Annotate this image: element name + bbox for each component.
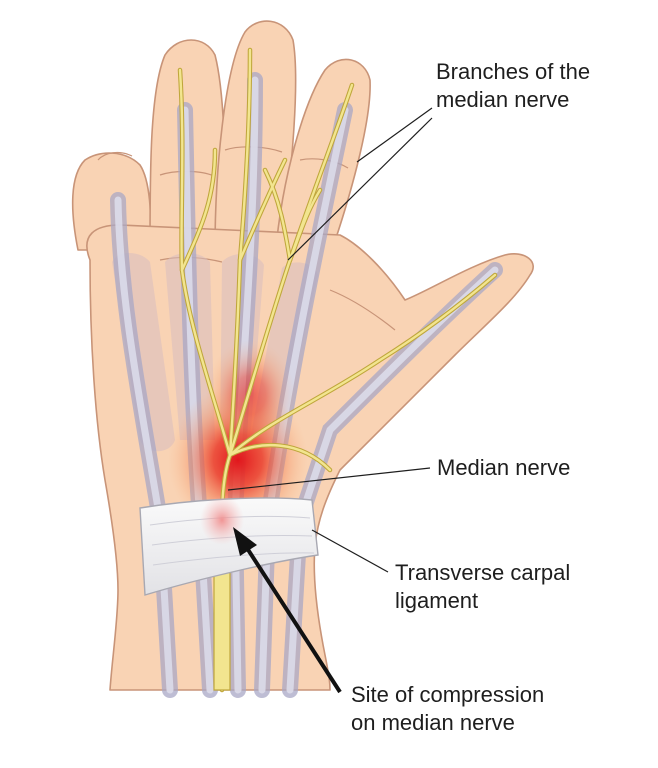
leader-branches-2 bbox=[287, 117, 433, 261]
median-nerve-branches bbox=[177, 47, 498, 693]
label-median-nerve-text: Median nerve bbox=[437, 455, 571, 480]
leader-median-nerve bbox=[227, 467, 431, 491]
compression-arrow bbox=[233, 527, 342, 694]
label-site-of-compression: Site of compression on median nerve bbox=[351, 681, 544, 737]
label-median-nerve: Median nerve bbox=[437, 454, 570, 482]
label-site-line2: on median nerve bbox=[351, 710, 515, 735]
label-branches-line2: median nerve bbox=[436, 87, 570, 112]
label-branches-of-median-nerve: Branches of the median nerve bbox=[436, 58, 590, 114]
label-ligament-line1: Transverse carpal bbox=[395, 560, 571, 585]
leader-lines bbox=[227, 107, 433, 573]
transverse-carpal-ligament bbox=[139, 495, 319, 596]
label-branches-line1: Branches of the bbox=[436, 59, 591, 84]
leader-ligament bbox=[311, 529, 389, 573]
label-transverse-carpal-ligament: Transverse carpal ligament bbox=[395, 559, 570, 615]
leader-branches-1 bbox=[356, 107, 433, 163]
label-site-line1: Site of compression bbox=[351, 682, 545, 707]
label-ligament-line2: ligament bbox=[395, 588, 479, 613]
